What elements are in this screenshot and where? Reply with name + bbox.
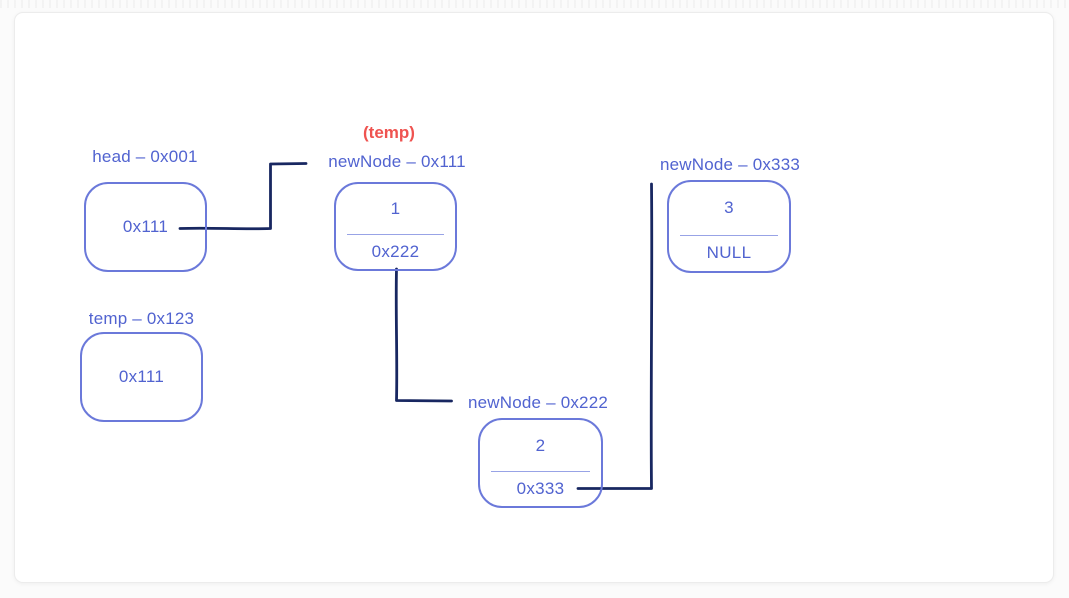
diagram-canvas bbox=[14, 12, 1054, 583]
background-artifact-strip bbox=[0, 0, 1069, 8]
